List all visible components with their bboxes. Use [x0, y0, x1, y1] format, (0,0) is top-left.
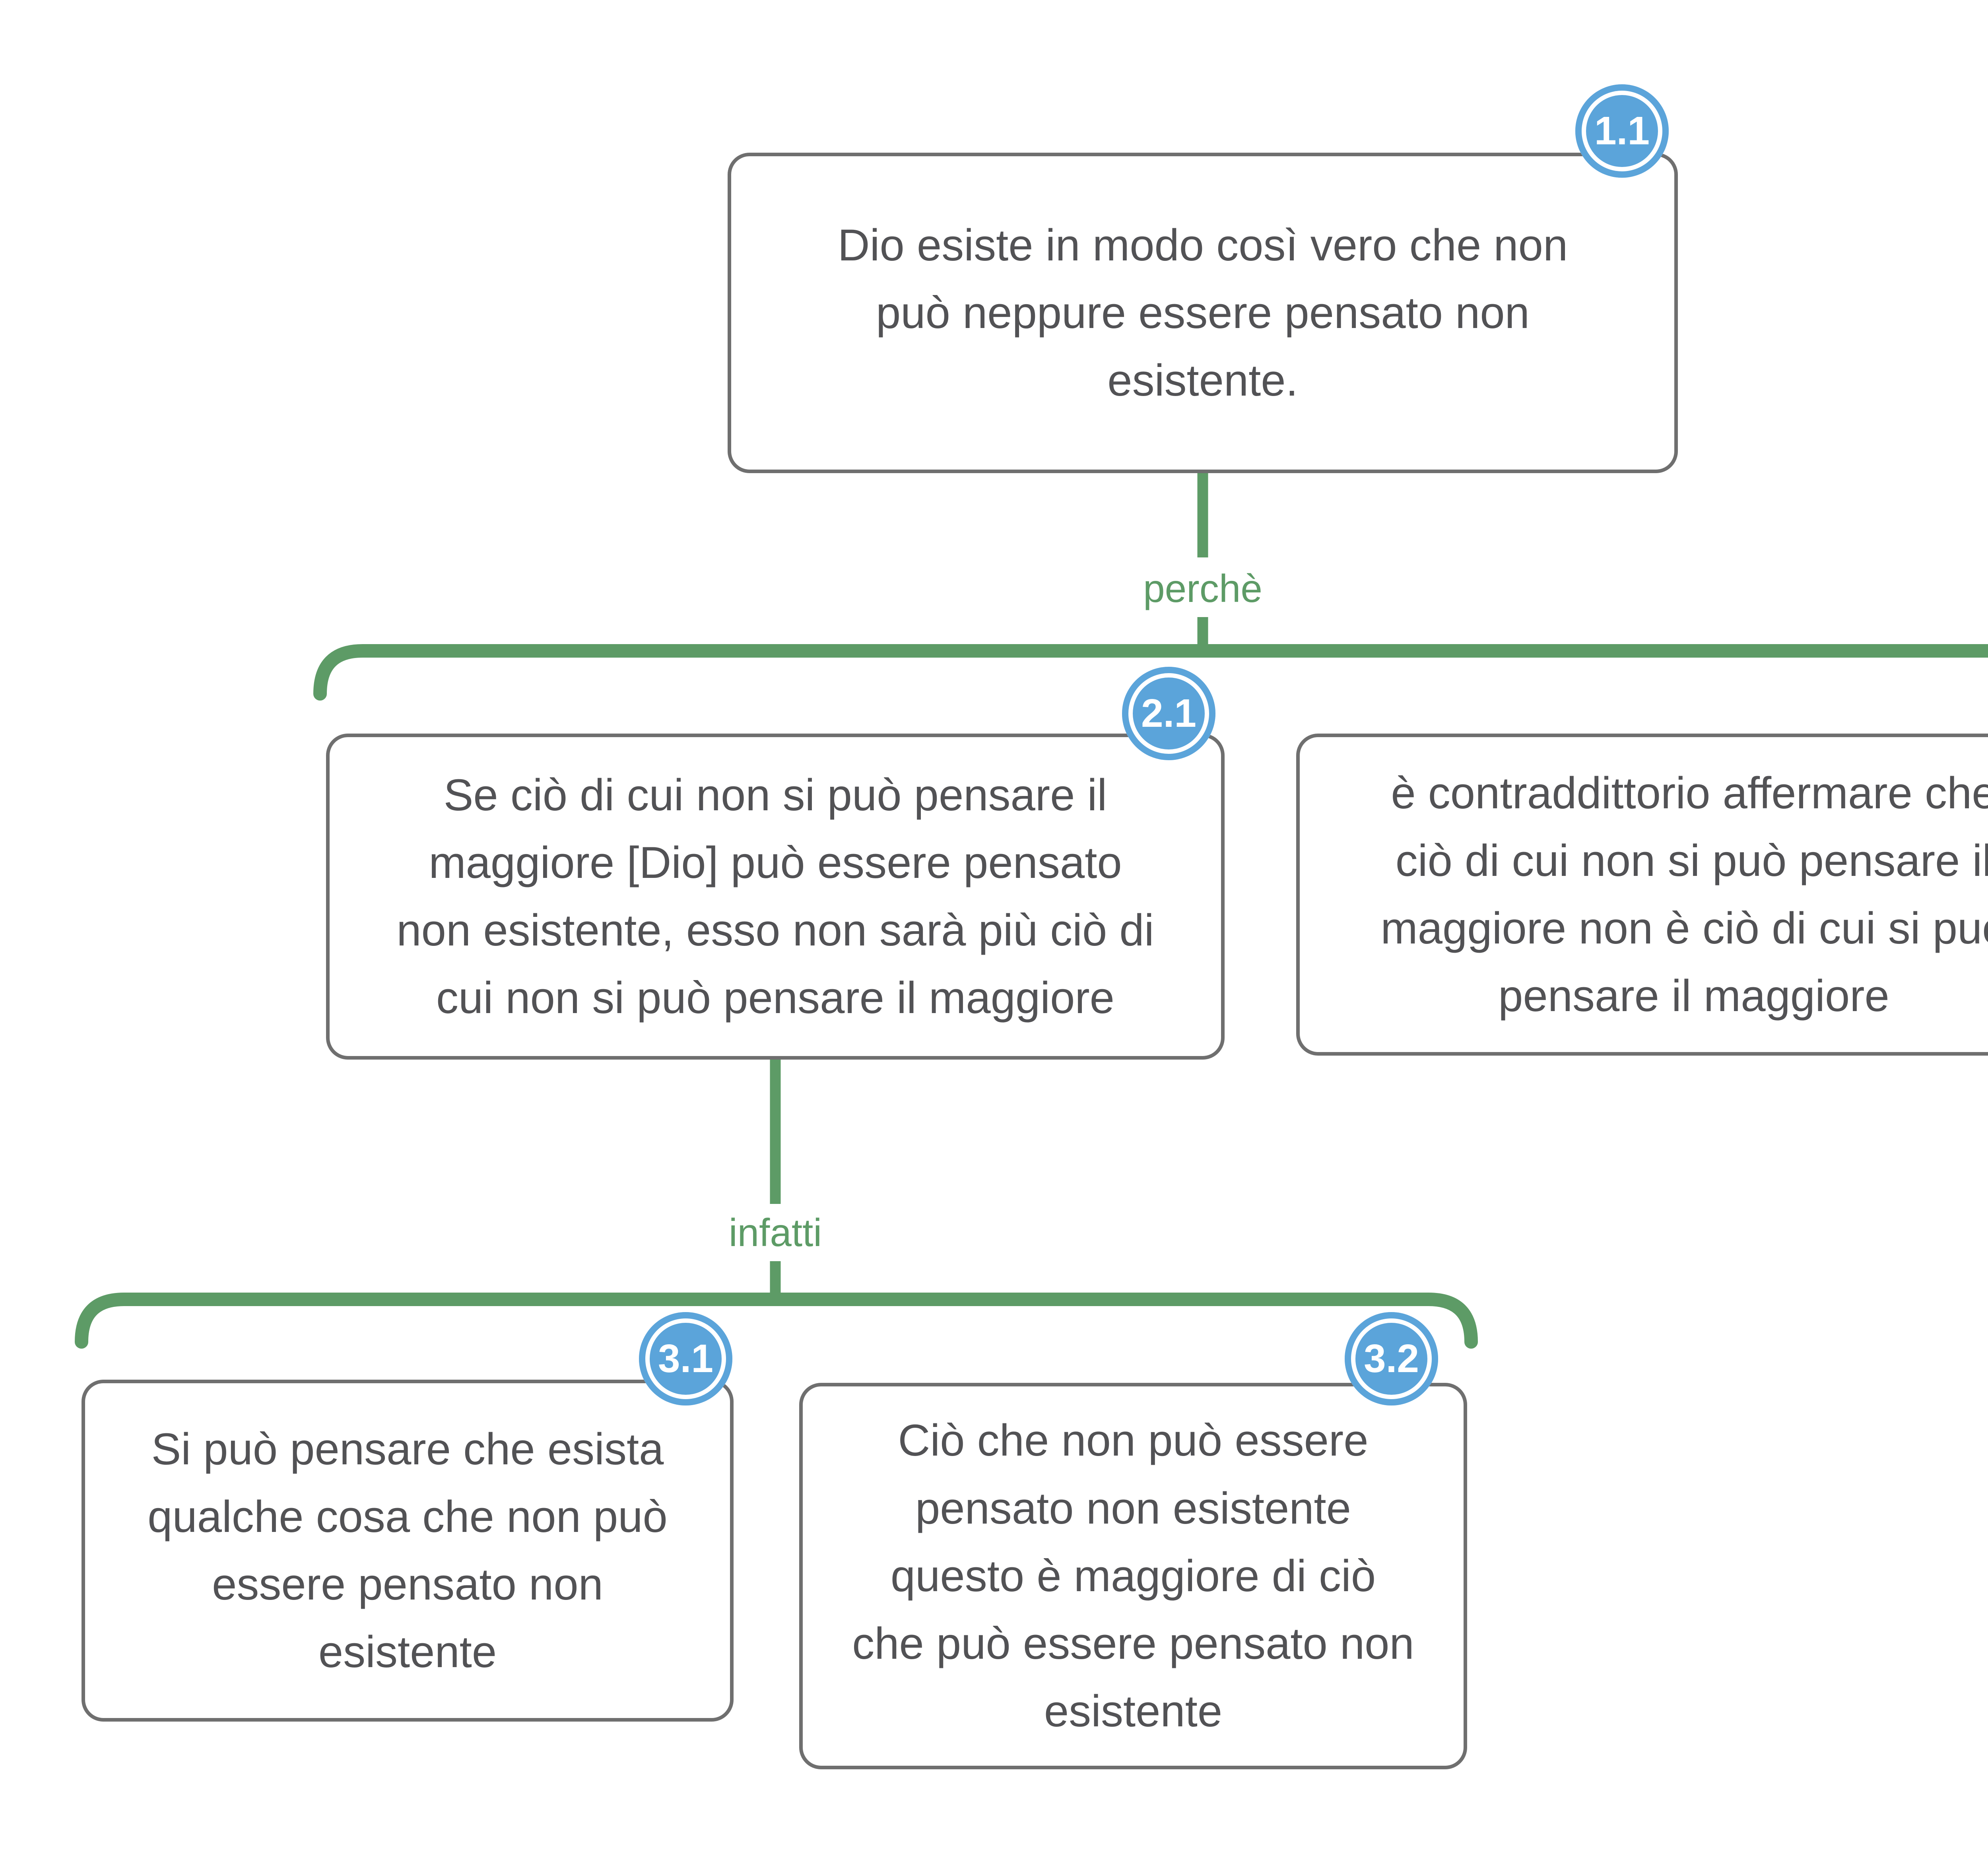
node-number-badge-2-1: 2.1	[1122, 667, 1215, 760]
claim-node-2-2[interactable]: è contraddittorio affermare che ciò di c…	[1296, 734, 1988, 1056]
connector-label-perche: perchè	[1136, 569, 1270, 608]
connector-label-infatti: infatti	[721, 1213, 829, 1252]
claim-node-1-1[interactable]: Dio esiste in modo così vero che non può…	[728, 153, 1678, 473]
node-number-badge-1-1: 1.1	[1575, 84, 1669, 178]
claim-node-2-1[interactable]: Se ciò di cui non si può pensare il magg…	[326, 734, 1225, 1060]
claim-node-3-2[interactable]: Ciò che non può essere pensato non esist…	[799, 1383, 1467, 1769]
node-number-badge-3-1: 3.1	[639, 1312, 732, 1406]
bracket-level3	[75, 1293, 1478, 1349]
node-number-badge-3-2: 3.2	[1345, 1312, 1438, 1406]
claim-node-3-1[interactable]: Si può pensare che esista qualche cosa c…	[82, 1380, 734, 1722]
bracket-level2	[313, 644, 1988, 701]
